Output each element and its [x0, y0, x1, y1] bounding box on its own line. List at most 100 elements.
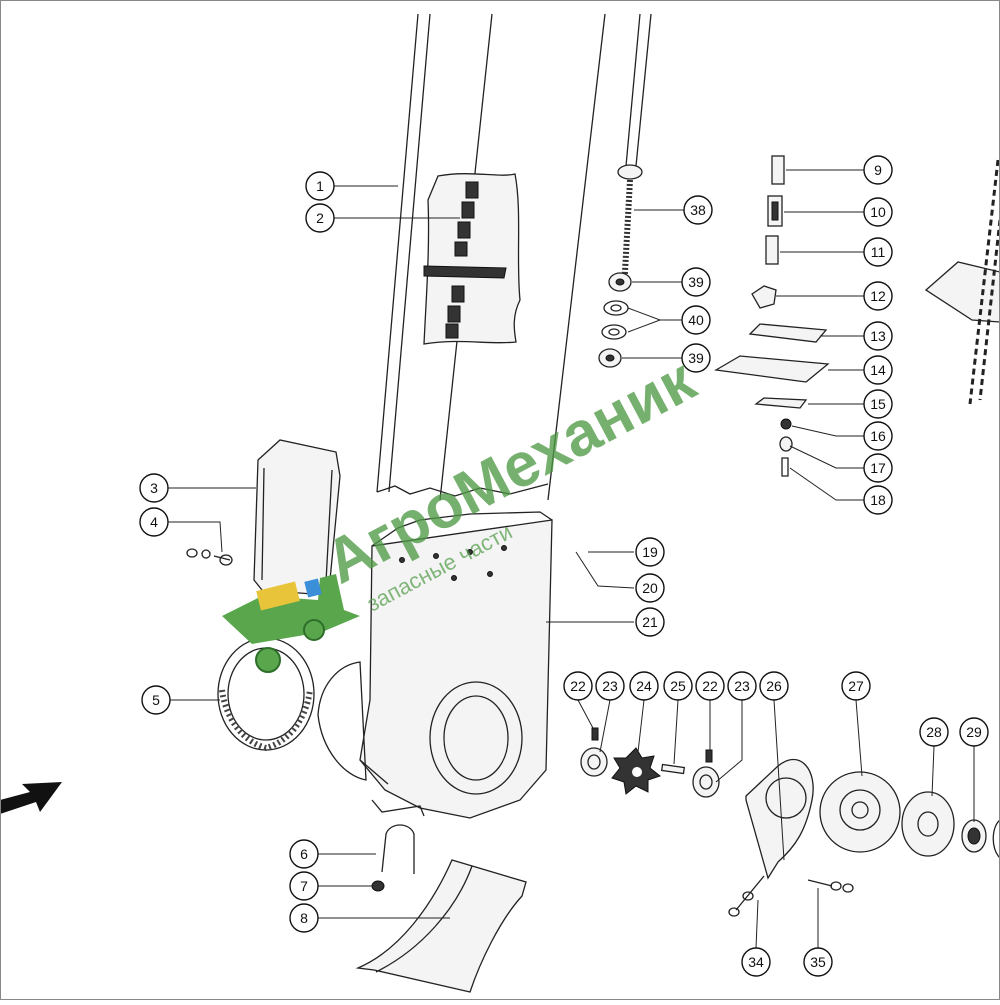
callout-11: 11	[863, 237, 893, 267]
svg-text:17: 17	[870, 460, 886, 476]
callout-2: 2	[305, 203, 335, 233]
svg-text:22: 22	[570, 678, 586, 694]
svg-text:9: 9	[874, 162, 882, 178]
svg-text:18: 18	[870, 492, 886, 508]
chain-link-11	[765, 235, 779, 265]
set-screw-22b	[705, 749, 713, 763]
callout-23a: 23	[595, 671, 625, 701]
tension-rod	[617, 13, 652, 291]
nut-16	[780, 418, 792, 430]
callout-1: 1	[305, 171, 335, 201]
callout-22b: 22	[695, 671, 725, 701]
svg-text:27: 27	[848, 678, 864, 694]
svg-text:34: 34	[748, 954, 764, 970]
chain-attachment-12	[751, 285, 777, 309]
svg-text:39: 39	[688, 274, 704, 290]
callout-39a: 39	[681, 267, 711, 297]
svg-text:23: 23	[734, 678, 750, 694]
chain-assembly-detail	[924, 159, 1000, 405]
svg-text:23: 23	[602, 678, 618, 694]
callout-18: 18	[863, 485, 893, 515]
elevator-housing	[317, 511, 553, 819]
callout-28: 28	[919, 717, 949, 747]
svg-text:20: 20	[642, 580, 658, 596]
nut-39-upper	[608, 272, 632, 292]
svg-text:24: 24	[636, 678, 652, 694]
washers-40	[601, 300, 629, 340]
flow-arrow	[0, 782, 62, 814]
callout-20: 20	[635, 573, 665, 603]
svg-text:1: 1	[316, 178, 324, 194]
callout-5: 5	[141, 685, 171, 715]
bolt-18	[781, 457, 789, 477]
svg-text:16: 16	[870, 428, 886, 444]
callout-34: 34	[741, 947, 771, 977]
u-bolt	[381, 824, 415, 874]
callout-15: 15	[863, 389, 893, 419]
washer-17	[779, 436, 793, 452]
svg-text:38: 38	[690, 202, 706, 218]
callout-35: 35	[803, 947, 833, 977]
set-screw-22a	[591, 727, 599, 741]
callout-13: 13	[863, 321, 893, 351]
callout-14: 14	[863, 355, 893, 385]
callout-26: 26	[759, 671, 789, 701]
strip-15	[754, 397, 808, 409]
callout-39b: 39	[681, 343, 711, 373]
svg-text:25: 25	[670, 678, 686, 694]
callout-22a: 22	[563, 671, 593, 701]
bolt-4	[186, 548, 233, 566]
bearing-23a	[580, 747, 608, 777]
svg-text:40: 40	[688, 312, 704, 328]
callout-3: 3	[139, 473, 169, 503]
svg-text:26: 26	[766, 678, 782, 694]
combine-harvester-logo	[222, 574, 360, 673]
callout-12: 12	[863, 281, 893, 311]
chain-cutaway	[423, 173, 521, 345]
svg-text:35: 35	[810, 954, 826, 970]
partial-part-right	[992, 819, 1000, 859]
svg-text:12: 12	[870, 288, 886, 304]
svg-text:4: 4	[150, 514, 158, 530]
bolt-35	[807, 879, 854, 893]
bearing-29	[961, 819, 987, 853]
side-cover-plate	[253, 439, 341, 595]
callout-21: 21	[635, 607, 665, 637]
svg-text:2: 2	[316, 210, 324, 226]
svg-text:3: 3	[150, 480, 158, 496]
flange-27	[819, 771, 901, 853]
bearing-23b	[692, 766, 720, 798]
svg-text:6: 6	[300, 846, 308, 862]
callout-16: 16	[863, 421, 893, 451]
callout-10: 10	[863, 197, 893, 227]
svg-text:11: 11	[871, 244, 886, 260]
callout-7: 7	[289, 871, 319, 901]
callout-38: 38	[683, 195, 713, 225]
svg-text:39: 39	[688, 350, 704, 366]
nut-39-lower	[598, 348, 622, 368]
bracket-26	[745, 759, 814, 880]
svg-text:29: 29	[966, 724, 982, 740]
svg-text:19: 19	[642, 544, 658, 560]
svg-text:22: 22	[702, 678, 718, 694]
flight-plate-14	[714, 355, 830, 383]
flange-plate-28	[901, 791, 955, 857]
callout-29: 29	[959, 717, 989, 747]
svg-text:28: 28	[926, 724, 942, 740]
lower-shell	[355, 859, 527, 993]
nut-7	[371, 880, 385, 892]
svg-text:13: 13	[870, 328, 886, 344]
callout-40: 40	[681, 305, 711, 335]
callout-19: 19	[635, 537, 665, 567]
svg-text:10: 10	[870, 204, 886, 220]
svg-text:5: 5	[152, 692, 160, 708]
svg-text:15: 15	[870, 396, 886, 412]
callout-8: 8	[289, 903, 319, 933]
callout-24: 24	[629, 671, 659, 701]
pin-25	[660, 763, 686, 775]
callout-23b: 23	[727, 671, 757, 701]
chain-link-10	[767, 195, 783, 227]
callout-27: 27	[841, 671, 871, 701]
